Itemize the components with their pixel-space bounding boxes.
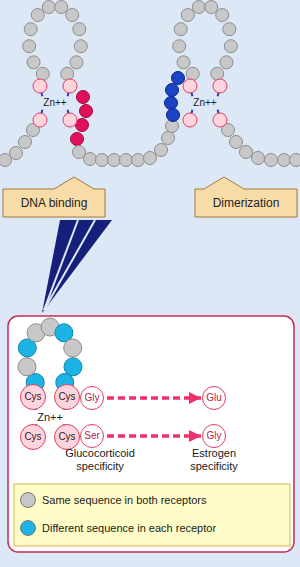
residue-dot <box>24 23 37 36</box>
residue-dot <box>278 154 291 167</box>
residue-circle: Ser <box>80 424 104 448</box>
region-label: Dimerization <box>213 197 280 211</box>
residue-dot <box>172 72 185 85</box>
residue-dot <box>162 132 175 145</box>
zoom-arrow <box>42 220 112 313</box>
residue-dot <box>211 67 224 80</box>
legend-text: Different sequence in each receptor <box>42 522 216 535</box>
residue-dot <box>55 1 68 14</box>
residue-dot <box>224 40 237 53</box>
residue-name: Gly <box>207 430 222 442</box>
residue-dot <box>173 40 186 53</box>
residue-dot <box>174 23 187 36</box>
residue-dot <box>166 84 179 97</box>
residue-dot <box>71 133 84 146</box>
residue-dot <box>183 113 197 127</box>
residue-name: Cys <box>24 431 41 443</box>
residue-circle: Gly <box>80 386 104 410</box>
residue-circle: Cys <box>20 384 46 410</box>
residue-circle: Cys <box>20 424 46 450</box>
residue-dot <box>80 105 93 118</box>
substitution-arrow <box>107 434 201 438</box>
residue-dot <box>70 56 83 69</box>
residue-dot <box>27 56 40 69</box>
residue-dot <box>33 113 47 127</box>
residue-dot <box>36 67 49 80</box>
legend-text: Same sequence in both receptors <box>42 494 207 507</box>
residue-dot <box>213 113 227 127</box>
residue-dot <box>66 9 79 22</box>
residue-dot <box>108 154 121 167</box>
region-arrow-box: Dimerization <box>194 176 298 218</box>
residue-dot <box>73 23 86 36</box>
residue-dot <box>165 97 178 110</box>
residue-dot <box>252 152 265 165</box>
residue-dot <box>290 154 300 167</box>
residue-name: Ser <box>84 430 100 442</box>
residue-circle: Cys <box>54 424 80 450</box>
residue-dot <box>64 339 82 357</box>
zinc-ion-label: Zn++ <box>193 97 216 109</box>
residue-dot <box>132 154 145 167</box>
residue-dot <box>63 113 77 127</box>
residue-dot <box>167 109 180 122</box>
residue-dot <box>33 79 47 93</box>
specificity-label: Estrogen specificity <box>172 447 256 472</box>
residue-name: Gly <box>85 392 100 404</box>
residue-dot <box>31 9 44 22</box>
residue-name: Cys <box>24 391 41 403</box>
residue-dot <box>181 9 194 22</box>
residue-dot <box>74 40 87 53</box>
residue-dot <box>77 91 90 104</box>
residue-dot <box>223 23 236 36</box>
residue-dot <box>155 144 168 157</box>
specificity-label: Glucocorticoid specificity <box>48 447 152 472</box>
residue-dot <box>63 79 77 93</box>
residue-dot <box>205 1 218 14</box>
residue-circle: Cys <box>54 384 80 410</box>
detail-panel <box>8 316 294 552</box>
residue-circle: Gly <box>202 424 226 448</box>
residue-dot <box>265 154 278 167</box>
residue-circle: Glu <box>202 386 226 410</box>
residue-dot <box>240 146 253 159</box>
residue-dot <box>61 67 74 80</box>
residue-dot <box>183 79 197 93</box>
legend-box <box>14 484 290 546</box>
residue-dot <box>120 154 133 167</box>
amino-acid-chain <box>0 1 300 392</box>
residue-name: Cys <box>58 431 75 443</box>
residue-dot <box>186 67 199 80</box>
residue-dot <box>230 136 243 149</box>
residue-dot <box>213 79 227 93</box>
zinc-bonds <box>33 86 220 437</box>
residue-dot <box>220 56 233 69</box>
substitution-arrow <box>107 396 201 400</box>
residue-dot <box>18 358 36 376</box>
residue-dot <box>192 1 205 14</box>
zinc-ion-label: Zn++ <box>43 97 66 109</box>
residue-dot <box>64 358 82 376</box>
residue-dot <box>144 152 157 165</box>
residue-dot <box>19 136 32 149</box>
residue-dot <box>216 9 229 22</box>
residue-dot <box>96 154 109 167</box>
residue-name: Cys <box>58 391 75 403</box>
residue-name: Glu <box>206 392 222 404</box>
legend-swatch <box>20 520 36 536</box>
residue-dot <box>84 153 97 166</box>
residue-dot <box>177 56 190 69</box>
legend-swatch <box>20 492 36 508</box>
residue-dot <box>23 40 36 53</box>
region-label: DNA binding <box>21 197 88 211</box>
region-arrow-box: DNA binding <box>2 176 106 218</box>
zinc-ion-label: Zn++ <box>37 411 63 424</box>
residue-dot <box>42 1 55 14</box>
residue-dot <box>0 154 12 167</box>
